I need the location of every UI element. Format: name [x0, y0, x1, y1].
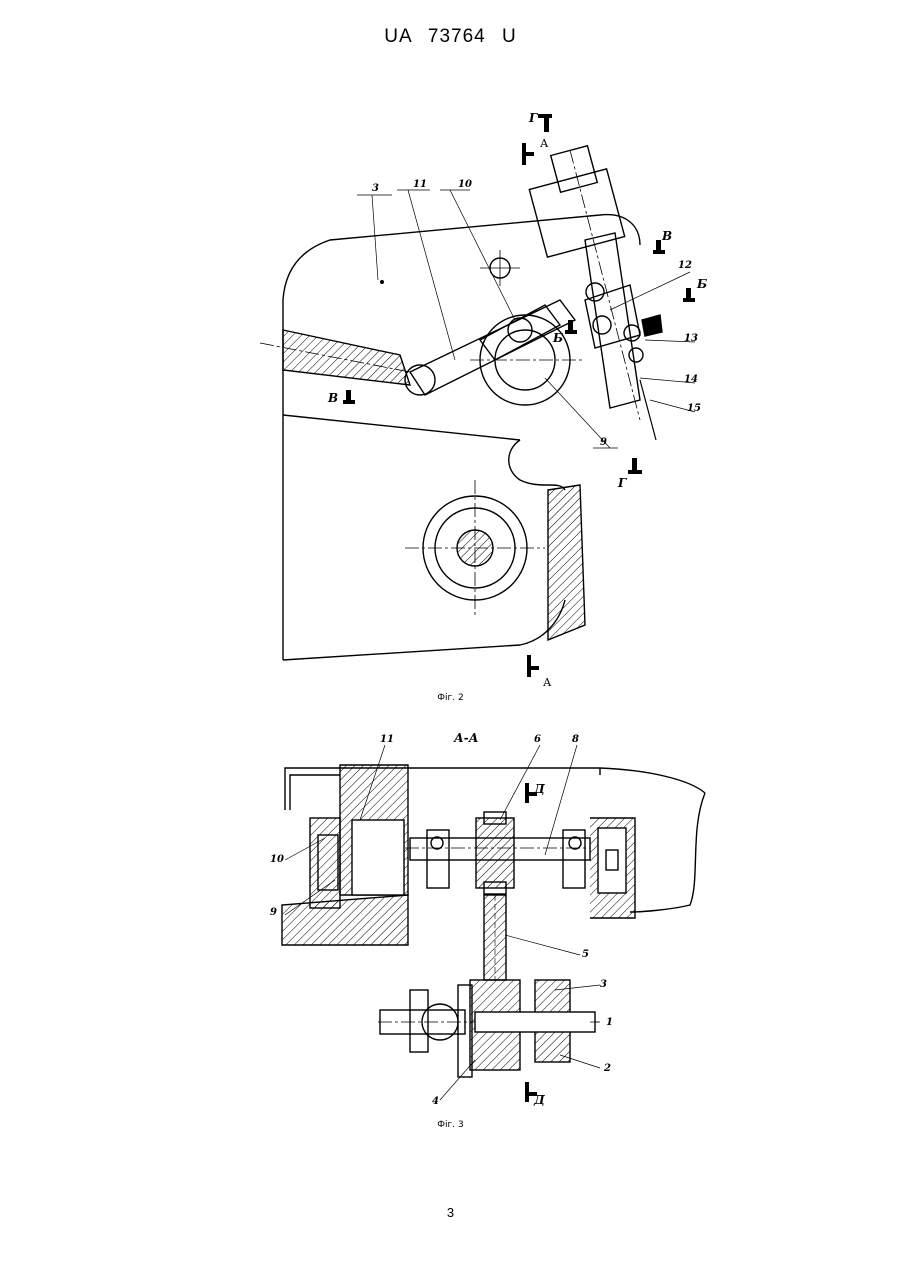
section-mark-b-right: Б — [696, 277, 707, 291]
figure-2-caption: Фіг. 2 — [0, 693, 901, 703]
section-mark-a-top: А — [540, 137, 549, 150]
part-label-9: 9 — [600, 437, 607, 448]
part-label-2: 2 — [603, 1063, 611, 1074]
section-mark-b-center: Б — [552, 331, 563, 345]
section-mark-a-bottom: А — [543, 676, 552, 689]
part-label-11: 11 — [413, 179, 427, 190]
part-label-9: 9 — [270, 907, 277, 918]
part-label-10: 10 — [458, 179, 472, 190]
section-mark-g-top: Г — [528, 111, 538, 125]
part-label-3: 3 — [600, 979, 607, 990]
part-label-12: 12 — [678, 260, 692, 271]
part-label-1: 1 — [606, 1017, 613, 1028]
part-label-8: 8 — [572, 734, 579, 745]
part-label-13: 13 — [684, 333, 698, 344]
part-label-3: 3 — [372, 183, 379, 194]
figure-2-drawing: А А Г Г В В Б Б 3 11 10 12 13 14 15 9 — [0, 90, 901, 690]
part-label-5: 5 — [582, 949, 589, 960]
section-mark-d-top: Д — [533, 782, 545, 796]
housing-cross-line — [283, 415, 520, 440]
part-label-6: 6 — [534, 734, 541, 745]
section-mark-g-bottom: Г — [617, 476, 627, 490]
section-mark-v-left: В — [327, 391, 338, 405]
section-mark-v-right: В — [661, 229, 672, 243]
section-title-a-a: А-А — [453, 731, 479, 745]
housing-outline — [283, 215, 640, 660]
section-mark-d-bottom: Д — [533, 1093, 545, 1107]
part-label-4: 4 — [432, 1096, 439, 1107]
head-block — [529, 169, 624, 257]
document-id: UA 73764 U — [0, 26, 901, 48]
part-label-14: 14 — [684, 374, 698, 385]
part-label-10: 10 — [270, 854, 284, 865]
figure-3-drawing: А-А Д Д 11 6 8 10 9 5 3 1 2 4 — [0, 725, 901, 1115]
figure-3-caption: Фіг. 3 — [0, 1120, 901, 1130]
part-label-11: 11 — [380, 734, 394, 745]
part-label-15: 15 — [687, 403, 701, 414]
page-number: 3 — [0, 1205, 901, 1220]
